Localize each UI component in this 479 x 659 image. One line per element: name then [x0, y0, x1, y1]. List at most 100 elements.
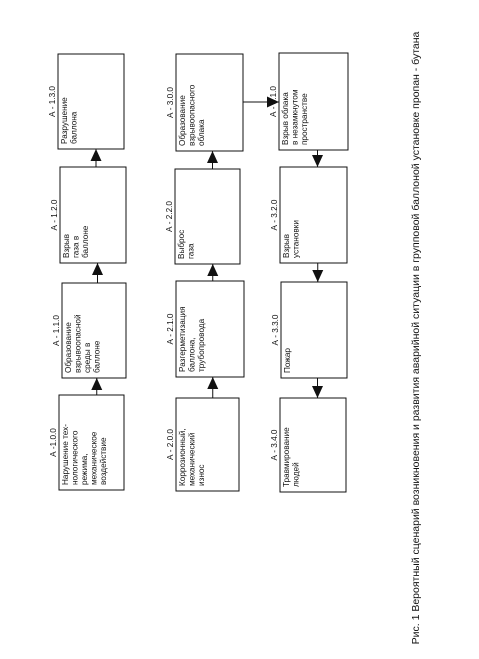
- node-box: [59, 166, 127, 264]
- node-label-line: Нарушение тех-: [61, 424, 70, 485]
- edge-a-1-1-0-to-a-1-2-0: [92, 263, 103, 283]
- node-label: Взрывгаза вбаллоне: [62, 225, 90, 258]
- node-label-line: среды в: [83, 343, 92, 373]
- node-label-line: взрывоопасной: [74, 314, 83, 373]
- node-box: [279, 166, 348, 264]
- arrow-head: [207, 264, 219, 276]
- node-label-line: Взрыв облака: [281, 92, 290, 145]
- edge-a-2-1-0-to-a-2-2-0: [207, 264, 219, 281]
- node-label: Взрывустановки: [282, 220, 301, 258]
- node-label-line: газа в: [72, 236, 81, 258]
- arrow-head: [312, 270, 324, 282]
- node-label-line: облака: [197, 119, 206, 146]
- node-label-line: нологического: [71, 430, 80, 485]
- edge-a-1-0-0-to-a-1-1-0: [91, 378, 103, 395]
- node-label-line: воздействие: [99, 437, 108, 485]
- node-code: А - 3.2.0: [270, 199, 279, 230]
- node-box: [61, 282, 127, 379]
- node-label-line: режима,: [80, 453, 89, 485]
- arrow-head: [92, 263, 103, 275]
- node-label: Выбросгаза: [177, 230, 196, 259]
- node-box: [278, 52, 349, 151]
- node-box: [175, 53, 244, 152]
- node-label-line: Пожар: [283, 348, 292, 373]
- arrow-head: [312, 386, 323, 398]
- node-label-line: Образование: [64, 322, 73, 373]
- node-label-line: газа: [187, 243, 196, 259]
- node-box: [175, 280, 245, 378]
- edge-a-2-0-0-to-a-2-1-0: [207, 377, 219, 398]
- edge-a-3-2-0-to-a-3-3-0: [312, 263, 324, 282]
- node-label-line: Коррозионный,: [178, 428, 187, 486]
- edge-a-3-1-0-to-a-3-2-0: [312, 150, 323, 167]
- arrow-head: [91, 378, 103, 390]
- arrow-head: [312, 155, 323, 167]
- node-code: А - 1.3.0: [48, 86, 57, 117]
- node-code: А - 3.3.0: [271, 314, 280, 345]
- node-label-line: трубопровода: [197, 318, 206, 372]
- node-box: [175, 397, 240, 492]
- node-label: Коррозионный,механическийизнос: [178, 428, 206, 486]
- node-label-line: установки: [292, 220, 301, 258]
- edge-a-3-3-0-to-a-3-4-0: [312, 378, 323, 398]
- node-label-line: баллона,: [188, 337, 197, 372]
- node-code: А - 1.1.0: [52, 315, 61, 346]
- node-label: Травмированиелюдей: [282, 427, 301, 487]
- node-code: А - 3.4.0: [270, 429, 279, 460]
- edge-a-2-2-0-to-a-3-0-0: [207, 151, 218, 169]
- node-label-line: в незамкнутом: [291, 89, 300, 145]
- node-box: [280, 281, 348, 379]
- node-label-line: механический: [188, 433, 197, 486]
- node-label: Нарушение тех-нологическогорежима,механи…: [61, 424, 108, 485]
- node-box: [279, 397, 347, 493]
- node-label: Разгерметизациябаллона,трубопровода: [178, 306, 206, 372]
- node-label-line: Взрыв: [62, 234, 71, 258]
- node-label-line: Разгерметизация: [178, 306, 187, 372]
- node-code: А - 1.2.0: [50, 199, 59, 230]
- node-label-line: взрывоопасного: [188, 84, 197, 146]
- edge-a-1-2-0-to-a-1-3-0: [90, 149, 102, 167]
- node-label: Образованиевзрывоопасногооблака: [178, 84, 206, 146]
- node-label-line: износ: [197, 465, 206, 487]
- node-label-line: механическое: [90, 431, 99, 485]
- node-code: А - 3.1.0: [269, 86, 278, 117]
- node-code: А - 2.2.0: [165, 201, 174, 232]
- node-label-line: людей: [292, 462, 301, 487]
- node-code: А -1.0.0: [49, 428, 58, 457]
- node-label-line: баллоне: [81, 225, 90, 258]
- node-box: [174, 168, 241, 265]
- node-label: Пожар: [283, 348, 292, 373]
- node-label-line: Взрыв: [282, 234, 291, 258]
- arrow-head: [207, 377, 219, 389]
- node-label-line: баллоне: [93, 340, 102, 373]
- node-label-line: пространстве: [300, 93, 309, 145]
- connectors: [90, 96, 324, 398]
- arrow-head: [267, 96, 279, 108]
- node-label-line: Выброс: [177, 230, 186, 259]
- node-code: А - 3.0.0: [166, 87, 175, 118]
- figure-caption: Рис. 1 Вероятный сценарий возникновения …: [410, 31, 422, 644]
- node-box: [58, 394, 125, 491]
- node-code: А - 2.1.0: [166, 313, 175, 344]
- node-label: Образованиевзрывоопаснойсреды вбаллоне: [64, 314, 102, 373]
- node-label-line: Образование: [178, 95, 187, 146]
- arrow-head: [207, 151, 218, 163]
- arrow-head: [90, 149, 102, 161]
- node-label: Разрушениебаллона: [60, 97, 79, 144]
- node-label-line: Разрушение: [60, 97, 69, 144]
- node-label: Взрыв облакав незамкнутомпространстве: [281, 89, 309, 145]
